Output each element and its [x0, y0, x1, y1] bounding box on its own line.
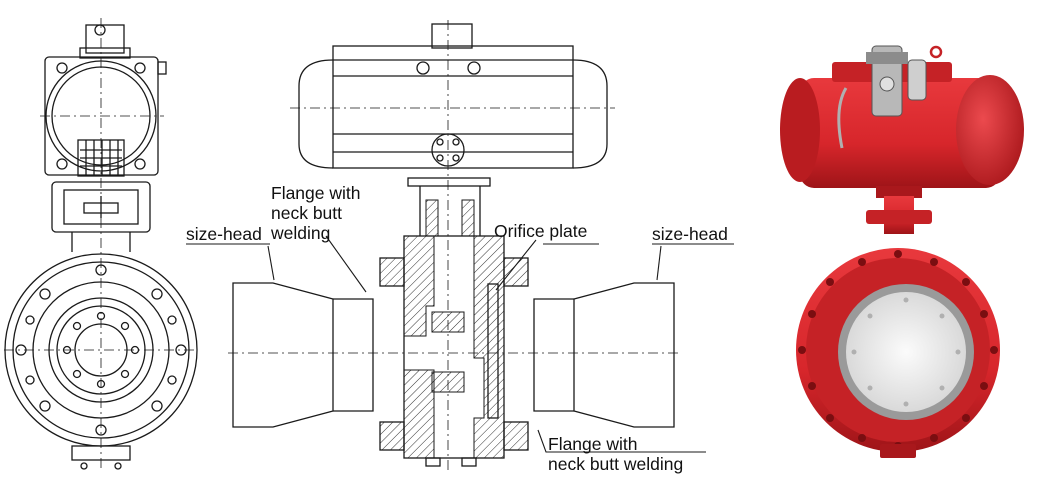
label-size-head-right: size-head	[652, 224, 728, 244]
label-flange-top: Flange with neck butt welding	[271, 183, 361, 243]
label-flange-bottom-line1: Flange with	[548, 434, 638, 454]
photo-actuator-cap	[956, 75, 1024, 185]
label-flange-bottom-line2: neck butt welding	[548, 454, 684, 474]
label-flange-top-line2: neck butt	[271, 203, 343, 223]
top-connector	[85, 24, 125, 54]
actuator-body	[332, 45, 574, 169]
photo-actuator	[800, 78, 1000, 188]
label-size-head-left: size-head	[186, 224, 262, 244]
label-flange-top-line1: Flange with	[271, 183, 361, 203]
photo-disc	[846, 292, 966, 412]
label-orifice-plate: Orifice plate	[494, 221, 588, 241]
label-flange-top-line3: welding	[271, 223, 331, 243]
label-flange-bottom: Flange with neck butt welding	[548, 434, 683, 474]
